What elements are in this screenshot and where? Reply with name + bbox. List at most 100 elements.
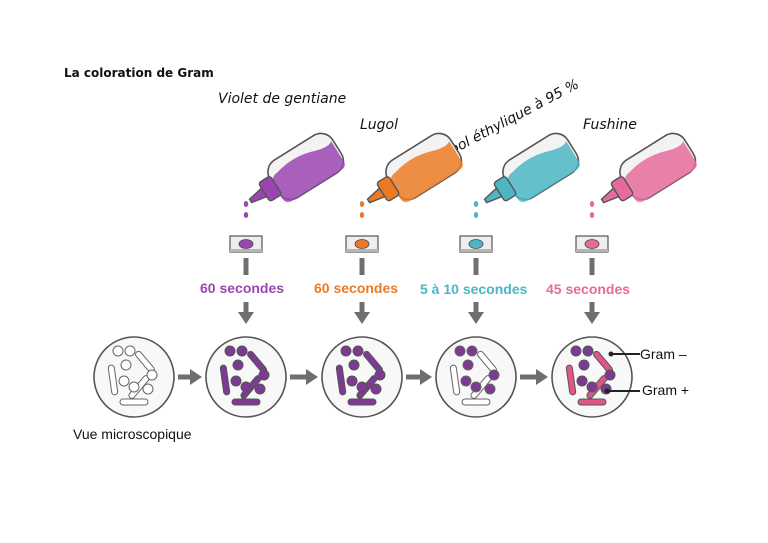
reagent-label-fushine: Fushine xyxy=(583,117,637,133)
down-arrow-shaft xyxy=(359,302,365,313)
slide-edge xyxy=(230,249,262,252)
down-arrow-head xyxy=(238,312,254,324)
coccus xyxy=(232,359,244,371)
droplet xyxy=(473,212,479,218)
gram-positive-label: Gram + xyxy=(642,382,690,398)
coccus xyxy=(258,369,270,381)
microscope-field-2 xyxy=(205,336,287,418)
right-arrow-head xyxy=(306,369,318,385)
coccus xyxy=(120,359,132,371)
right-arrow-head xyxy=(190,369,202,385)
coccus xyxy=(240,381,252,393)
reagent-label-violet: Violet de gentiane xyxy=(218,91,347,107)
slide xyxy=(229,235,263,253)
coccus xyxy=(604,369,616,381)
bacillus xyxy=(231,398,261,406)
droplet xyxy=(589,212,595,218)
microscope-field-outline xyxy=(551,336,633,418)
coccus xyxy=(142,383,154,395)
right-arrow-shaft xyxy=(290,374,308,380)
microscope-field-1 xyxy=(93,336,175,418)
page-title: La coloration de Gram xyxy=(64,66,214,80)
bacillus xyxy=(347,398,377,406)
connector xyxy=(589,258,595,275)
microscope-field-outline xyxy=(321,336,403,418)
bacillus xyxy=(107,364,119,396)
down-arrow-head xyxy=(468,312,484,324)
coccus xyxy=(356,381,368,393)
bacillus xyxy=(565,364,577,396)
down-arrow-shaft xyxy=(589,302,595,313)
down-arrow-shaft xyxy=(473,302,479,313)
microscope-label: Vue microscopique xyxy=(73,426,192,442)
coccus xyxy=(570,345,582,357)
coccus xyxy=(374,369,386,381)
gram-negative-label: Gram – xyxy=(640,346,687,362)
bottle-violet xyxy=(248,132,345,204)
coccus xyxy=(370,383,382,395)
microscope-field-5 xyxy=(551,336,633,418)
bottle-lugol xyxy=(366,132,463,204)
coccus xyxy=(576,375,588,387)
connector xyxy=(243,258,249,275)
down-arrow-head xyxy=(584,312,600,324)
down-arrow-head xyxy=(354,312,370,324)
right-arrow-head xyxy=(536,369,548,385)
coccus xyxy=(352,345,364,357)
droplet xyxy=(589,201,595,207)
droplet xyxy=(243,212,249,218)
right-arrow-shaft xyxy=(178,374,192,380)
slide-sample xyxy=(468,239,484,249)
droplet xyxy=(473,201,479,207)
coccus xyxy=(146,369,158,381)
slide-edge xyxy=(576,249,608,252)
coccus xyxy=(470,381,482,393)
connector xyxy=(473,258,479,275)
slide xyxy=(575,235,609,253)
coccus xyxy=(346,375,358,387)
coccus xyxy=(462,359,474,371)
coccus xyxy=(578,359,590,371)
duration-step-1: 60 secondes xyxy=(200,280,285,296)
coccus xyxy=(460,375,472,387)
bacillus xyxy=(119,398,149,406)
slide-edge xyxy=(460,249,492,252)
coccus xyxy=(118,375,130,387)
coccus xyxy=(466,345,478,357)
microscope-field-3 xyxy=(321,336,403,418)
droplet xyxy=(359,201,365,207)
bacillus xyxy=(577,398,607,406)
down-arrow-shaft xyxy=(243,302,249,313)
coccus xyxy=(348,359,360,371)
coccus xyxy=(454,345,466,357)
bottle-alcohol xyxy=(483,132,580,204)
bacillus xyxy=(335,364,347,396)
coccus xyxy=(224,345,236,357)
coccus xyxy=(236,345,248,357)
duration-step-3: 5 à 10 secondes xyxy=(420,281,528,297)
slide-sample xyxy=(238,239,254,249)
duration-step-2: 60 secondes xyxy=(314,280,399,296)
coccus xyxy=(254,383,266,395)
coccus xyxy=(582,345,594,357)
bacillus xyxy=(461,398,491,406)
right-arrow-shaft xyxy=(406,374,422,380)
slide xyxy=(459,235,493,253)
coccus xyxy=(112,345,124,357)
droplet xyxy=(243,201,249,207)
coccus xyxy=(484,383,496,395)
bacillus xyxy=(449,364,461,396)
microscope-field-outline xyxy=(93,336,175,418)
slide xyxy=(345,235,379,253)
slide-sample xyxy=(584,239,600,249)
connector xyxy=(359,258,365,275)
bacillus xyxy=(219,364,231,396)
coccus xyxy=(340,345,352,357)
right-arrow-shaft xyxy=(520,374,538,380)
microscope-field-outline xyxy=(205,336,287,418)
reagent-label-lugol: Lugol xyxy=(360,117,399,133)
microscope-field-4 xyxy=(435,336,517,418)
droplet xyxy=(359,212,365,218)
coccus xyxy=(128,381,140,393)
